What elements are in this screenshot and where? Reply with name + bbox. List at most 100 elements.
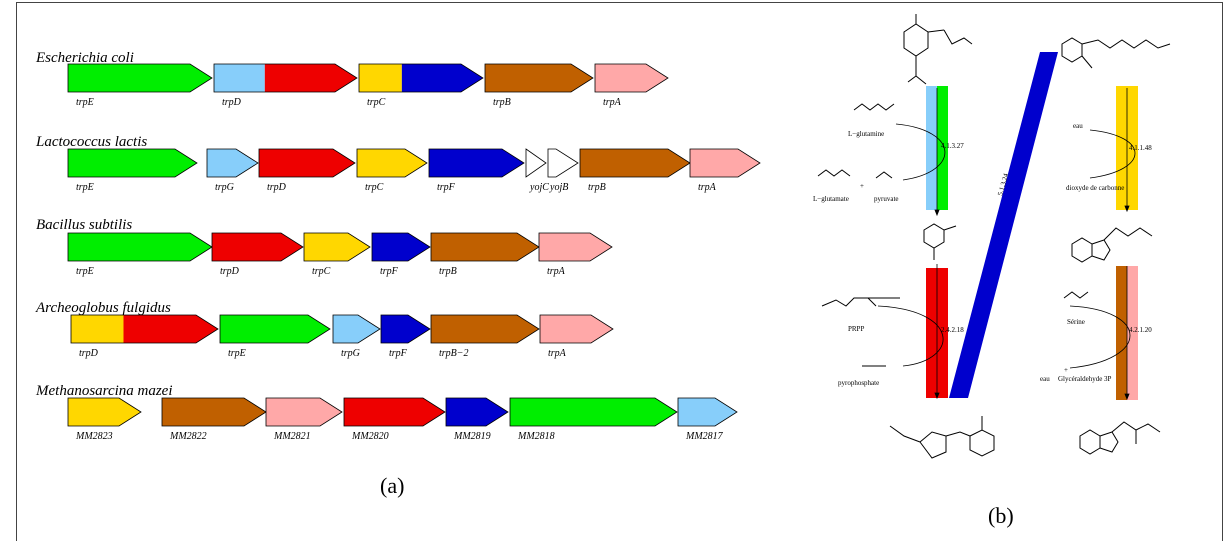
gene-arrow [265,397,343,427]
gene-arrow [430,314,540,344]
gene-arrow [258,148,356,178]
gene-arrow [356,148,428,178]
bar-trpE-4.1.3.27 [937,86,948,210]
gene-label: trpE [76,97,94,108]
gene-label: trpD [267,182,287,193]
gene-arrow [343,397,446,427]
label-serine: Sérine [1067,318,1085,326]
gene-arrow [430,232,540,262]
gene-label: trpB [588,182,606,193]
organism-name: Methanosarcina mazei [35,383,173,399]
organism-name: Lactococcus lactis [35,134,147,150]
gene-arrow [332,314,381,344]
gene-label: MM2823 [75,431,113,442]
gene-label: MM2822 [169,431,207,442]
label-g3p: Glycéraldehyde 3P [1058,375,1112,383]
figure-frame [16,2,1223,541]
reaction-arrows [877,88,1136,401]
molecule-glutamine [853,103,895,111]
gene-arrow [538,232,613,262]
gene-arrow [445,397,509,427]
gene-label: trpE [76,266,94,277]
ec-2.4.2.18: 2.4.2.18 [941,326,964,334]
gene-arrow [428,148,525,178]
gene-label: trpB [493,97,511,108]
gene-arrow [67,397,142,427]
label-plus-2: + [1064,366,1068,374]
label-eau-1: eau [1073,122,1083,130]
label-l-glutamine: L−glutamine [848,130,884,138]
panel-a-label: (a) [380,473,404,498]
gene-label: trpC [312,266,331,277]
gene-arrow [161,397,267,427]
panel-b-label: (b) [988,503,1014,528]
gene-arrow [67,232,213,262]
gene-arrow [689,148,761,178]
label-co2: dioxyde de carbonne [1066,184,1124,192]
gene-arrow [70,314,219,344]
gene-label: trpC [365,182,384,193]
ec-4.1.1.48: 4.1.1.48 [1129,144,1152,152]
label-pyrophosphate: pyrophosphate [838,379,879,387]
molecule-serine [1063,291,1089,299]
gene-label: trpA [603,97,622,108]
gene-label: trpC [367,97,386,108]
gene-arrow [484,63,594,93]
gene-label: trpF [380,266,399,277]
gene-label: MM2818 [517,431,555,442]
molecule-tryptophan [1079,421,1161,455]
label-pyruvate: pyruvate [874,195,899,203]
gene-arrow [67,148,198,178]
bar-trpG-4.1.3.27 [926,86,937,210]
panel-b-pathway: 4.1.3.27 5.1.3.24 4.1.1.48 2.4.2.18 4.2.… [813,14,1171,459]
panel-a-gene-clusters: Escherichia coli trpE trpD trpC trpB trpA Lact… [35,50,761,442]
gene-label: trpB [439,266,457,277]
gene-arrow [579,148,691,178]
gene-arrow [525,148,547,178]
gene-arrow [67,63,213,93]
gene-arrow [358,63,484,93]
gene-label: trpF [437,182,456,193]
gene-label: trpD [220,266,240,277]
molecule-pr-anthranilate [889,416,995,459]
gene-label: MM2821 [273,431,311,442]
gene-label: trpF [389,348,408,359]
label-eau-2: eau [1040,375,1050,383]
gene-label: trpE [76,182,94,193]
gene-arrow [539,314,614,344]
gene-label: MM2819 [453,431,491,442]
bar-trpF-5.1.3.24 [949,52,1058,398]
ec-4.2.1.20: 4.2.1.20 [1129,326,1152,334]
gene-arrow [206,148,259,178]
bar-trpA-4.2.1.20 [1127,266,1138,400]
organism-name: Escherichia coli [35,50,134,66]
gene-arrow [219,314,331,344]
gene-label: trpD [222,97,242,108]
label-l-glutamate: L−glutamate [813,195,849,203]
molecule-glutamate-pyruvate [817,169,893,179]
molecule-prpp [821,297,900,307]
gene-arrow [380,314,431,344]
gene-arrow [371,232,431,262]
molecule-chorismate [903,14,973,85]
gene-label: MM2820 [351,431,389,442]
organism-name: Archeoglobus fulgidus [35,300,171,316]
molecule-igp [1071,227,1153,263]
gene-arrow [677,397,738,427]
gene-label: yojC [529,182,549,193]
molecule-anthranilate [923,223,957,260]
gene-label: MM2817 [685,431,724,442]
molecule-cdrp [1061,37,1171,69]
label-plus-1: + [860,182,864,190]
gene-arrow [211,232,304,262]
gene-label: trpG [341,348,360,359]
gene-label: trpA [547,266,566,277]
gene-label: trpD [79,348,99,359]
label-prpp: PRPP [848,325,864,333]
gene-arrow [594,63,669,93]
gene-label: trpA [698,182,717,193]
gene-label: trpA [548,348,567,359]
bar-trpB-4.2.1.20 [1116,266,1127,400]
